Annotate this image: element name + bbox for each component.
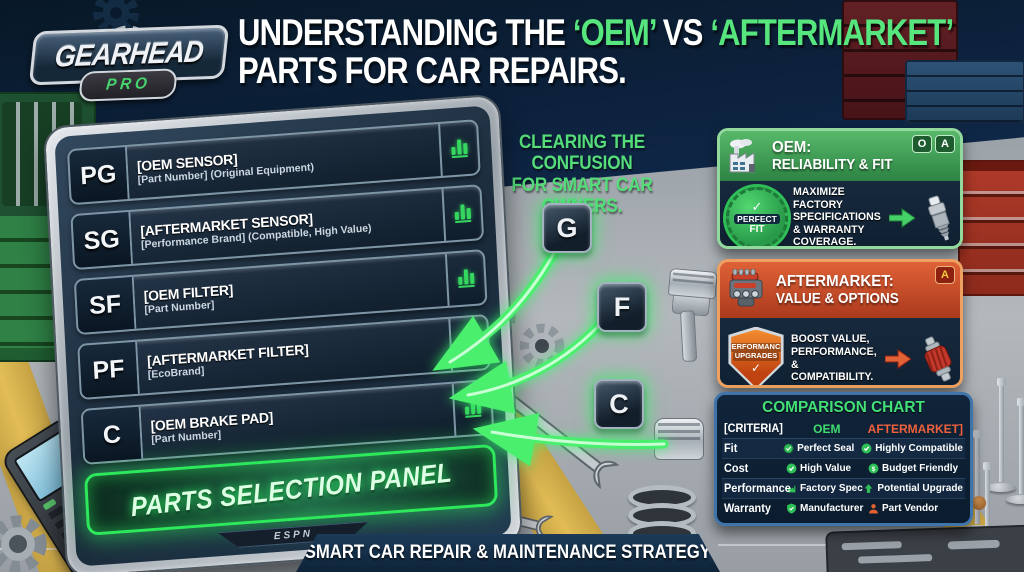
check-icon: ✓ (750, 360, 762, 375)
comparison-row-cost: Cost High Value $ Budget Friendly (722, 458, 965, 478)
green-arrow-icon (889, 207, 916, 228)
badge-o: O (912, 135, 932, 153)
spark-plug-illustration (928, 195, 951, 240)
factory-icon (729, 139, 755, 173)
performance-upgrades-shield: PERFORMANCE UPGRADES ✓ (728, 326, 784, 385)
badge-letter: G (556, 212, 578, 243)
chest-drawers (907, 62, 1023, 122)
connector-badge-c: C (594, 379, 644, 429)
column-oem: OEM (813, 421, 841, 436)
badge-letter: C (609, 388, 629, 419)
gear-icon (519, 323, 565, 369)
title-aftermarket-highlight: ‘AFTERMARKET’ (710, 12, 954, 53)
seal-icon (783, 443, 794, 454)
criteria-label: Warranty (724, 502, 771, 515)
aftermarket-benefit-text: BOOST VALUE, PERFORMANCE, & COMPATIBILIT… (791, 333, 877, 384)
criteria-label: Cost (724, 462, 749, 475)
aftermarket-value: Budget Friendly (882, 463, 959, 474)
title-oem-highlight: ‘OEM’ (572, 12, 656, 53)
page-title: UNDERSTANDING THE ‘OEM’ VS ‘AFTERMARKET’… (238, 12, 1024, 92)
engine-icon (729, 269, 763, 307)
shield-inner: PERFORMANCE UPGRADES ✓ (731, 329, 781, 385)
engine-valve-icon (986, 378, 1016, 492)
check-circle-icon (786, 463, 797, 474)
aftermarket-card-body: PERFORMANCE UPGRADES ✓ BOOST VALUE, PERF… (720, 318, 960, 385)
badge-a: A (935, 135, 955, 153)
dollar-circle-icon: $ (868, 463, 879, 474)
oem-title-line-2: RELIABILITY & FIT (772, 155, 893, 173)
comparison-chart-title: COMPARISON CHART (762, 399, 925, 416)
column-aftermarket: AFTERMARKET] (867, 421, 963, 436)
aftermarket-card: AFTERMARKET: VALUE & OPTIONS A PERFORMAN… (717, 259, 963, 388)
comparison-header-row: [CRITERIA] OEM AFTERMARKET] (722, 419, 965, 438)
title-text: UNDERSTANDING THE (238, 12, 573, 53)
piston-crown-illustration (654, 418, 704, 460)
oem-value: Perfect Seal (797, 443, 855, 454)
seal-text-1: PERFECT (734, 214, 780, 224)
gearhead-pro-logo: GEARHEAD PRO (24, 4, 232, 112)
comparison-row-warranty: Warranty Manufacturer Part Vendor (722, 498, 965, 518)
aftermarket-card-title: AFTERMARKET: VALUE & OPTIONS (776, 272, 912, 307)
aftermarket-card-header: AFTERMARKET: VALUE & OPTIONS A (720, 262, 960, 318)
shield-text-2: UPGRADES (732, 351, 780, 361)
connector-badge-g: G (542, 203, 592, 253)
oem-value: High Value (800, 463, 852, 474)
aftermarket-part-illustration (924, 336, 952, 381)
footer-banner-text: SMART CAR REPAIR & MAINTENANCE STRATEGY (304, 542, 712, 563)
oem-value: Manufacturer (800, 503, 864, 514)
column-criteria: [CRITERIA] (724, 422, 783, 435)
oem-card-title: OEM: RELIABILITY & FIT (772, 138, 906, 173)
aftermarket-value: Highly Compatible (875, 443, 963, 454)
aftermarket-value: Part Vendor (882, 503, 939, 514)
oem-card: OEM: RELIABILITY & FIT O A ✓ PERFECT FIT… (717, 128, 963, 249)
title-text: VS (654, 12, 711, 53)
oem-benefit-text: MAXIMIZE FACTORY SPECIFICATIONS & WARRAN… (793, 185, 881, 249)
connector-badge-f: F (597, 282, 647, 332)
factory-icon (786, 483, 797, 494)
orange-arrow-icon (885, 348, 912, 369)
comparison-row-performance: Performance Factory Spec Potential Upgra… (722, 478, 965, 498)
badge-letter: F (613, 291, 631, 322)
shield-text-1: PERFORMANCE (726, 342, 786, 352)
oem-card-header: OEM: RELIABILITY & FIT O A (720, 131, 960, 181)
seal-text-2: FIT (749, 224, 765, 235)
perfect-fit-seal: ✓ PERFECT FIT (726, 186, 788, 246)
engine-valve-icon (1006, 398, 1024, 504)
aftermarket-corner-badges: A (935, 266, 955, 284)
check-circle-icon (861, 443, 872, 454)
up-arrow-icon (863, 483, 874, 494)
svg-text:$: $ (872, 466, 876, 473)
oem-value: Factory Spec (800, 483, 863, 494)
aftermarket-title-line-1: AFTERMARKET: (776, 272, 894, 290)
aftermarket-title-line-2: VALUE & OPTIONS (776, 289, 899, 307)
criteria-label: Fit (724, 442, 738, 455)
gear-icon (0, 515, 47, 572)
cart-drawers (960, 171, 1024, 294)
tool-cart-red (958, 160, 1024, 296)
comparison-chart-card: COMPARISON CHART [CRITERIA] OEM AFTERMAR… (714, 392, 973, 526)
footer-banner: SMART CAR REPAIR & MAINTENANCE STRATEGY (296, 534, 720, 572)
criteria-label: Performance (724, 482, 791, 495)
title-line-2: PARTS FOR CAR REPAIRS. (238, 50, 627, 92)
cart-top (960, 162, 1024, 171)
oem-title-line-1: OEM: (772, 138, 812, 156)
badge-a: A (935, 266, 955, 284)
aftermarket-value: Potential Upgrade (877, 483, 963, 494)
title-line-1: UNDERSTANDING THE ‘OEM’ VS ‘AFTERMARKET’ (238, 12, 954, 53)
comparison-row-fit: Fit Perfect Seal Highly Compatible (722, 438, 965, 458)
check-icon: ✓ (751, 199, 763, 214)
person-icon (868, 503, 879, 514)
tagline-line-1: CLEARING THE CONFUSION (518, 132, 646, 175)
oem-corner-badges: O A (912, 135, 955, 153)
tool-chest-blue (905, 60, 1024, 124)
oem-card-body: ✓ PERFECT FIT MAXIMIZE FACTORY SPECIFICA… (720, 181, 960, 249)
shield-check-icon (786, 503, 797, 514)
